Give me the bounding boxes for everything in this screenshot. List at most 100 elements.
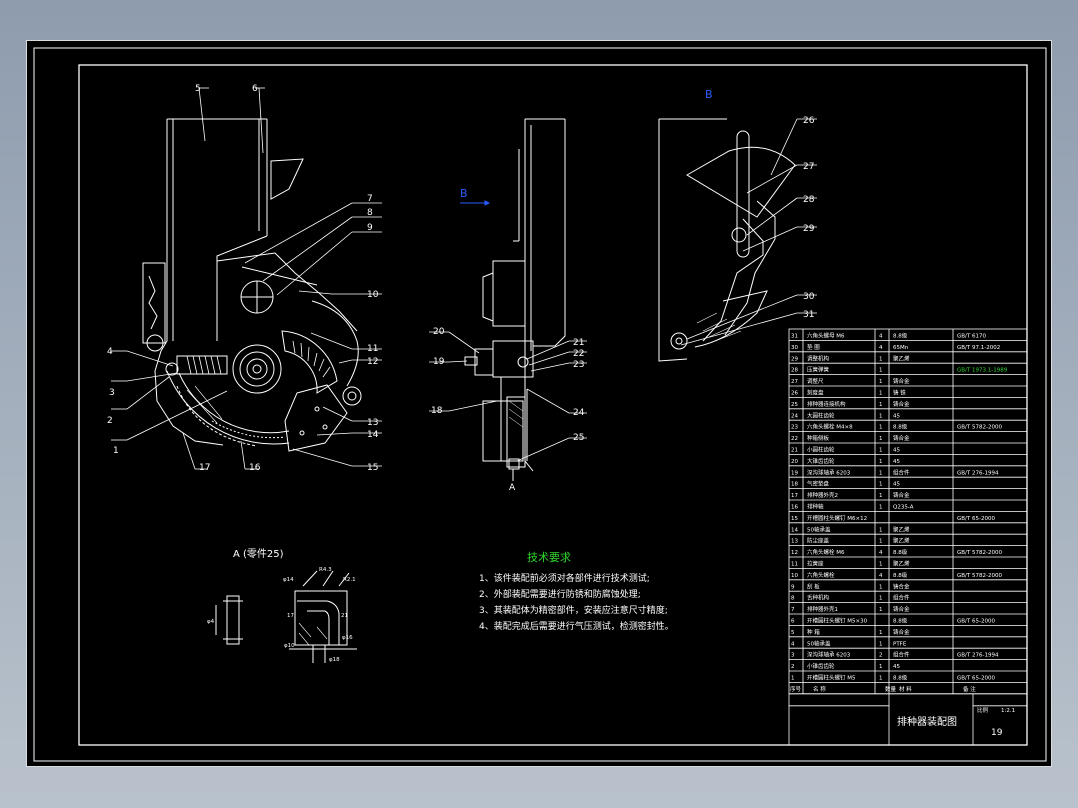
callout-12: 12 (367, 357, 378, 367)
bom-cell: 8 (791, 596, 795, 602)
dim-9: φ4 (207, 619, 215, 625)
drawing-title: 排种器装配图 (897, 715, 957, 728)
arrow-a-label: A (509, 483, 516, 493)
tech-title: 技术要求 (527, 551, 571, 564)
callout-4: 4 (107, 347, 113, 357)
bom-cell: 20 (791, 459, 798, 465)
technical-requirements: 技术要求 1、该件装配前必须对各部件进行技术测试; 2、外部装配需要进行防锈和防… (479, 551, 674, 632)
callout-2: 2 (107, 416, 113, 426)
bom-cell: 气密垫盘 (807, 480, 830, 488)
bom-table (788, 328, 1028, 746)
bom-header-cell: 备 注 (963, 685, 976, 693)
bom-cell: 小圆柱齿轮 (807, 446, 835, 454)
bom-cell: 4 (879, 550, 883, 556)
bom-cell: 1 (879, 664, 883, 670)
bom-cell: 12 (791, 550, 798, 556)
bom-cell: 小锥齿齿轮 (807, 662, 835, 670)
bom-cell: 8.8级 (893, 332, 908, 340)
bom-header-cell: 材 料 (899, 685, 912, 693)
bom-cell: 1 (879, 470, 883, 476)
bom-cell: 六角头螺栓 (807, 571, 835, 579)
bom-cell: 21 (791, 448, 798, 454)
bom-cell: 3 (791, 653, 795, 659)
callout-21: 21 (573, 338, 584, 348)
bom-cell: 1 (879, 482, 883, 488)
callout-23: 23 (573, 360, 584, 370)
outer-frame (33, 47, 1047, 762)
callout-16: 16 (249, 463, 261, 473)
bom-cell: 28 (791, 368, 798, 374)
bom-header-cell: 序号 (790, 685, 802, 693)
tech-line-4: 4、装配完成后需要进行气压测试，检测密封性。 (479, 620, 674, 632)
bom-cell: 1 (879, 596, 883, 602)
bom-cell: 铸合金 (893, 377, 910, 385)
bom-cell: 65Mn (893, 345, 909, 351)
bom-cell: 种箱侧板 (807, 434, 830, 442)
bom-cell: 1 (879, 425, 883, 431)
ratio-label: 比例 (977, 706, 989, 714)
bom-cell: 11 (791, 562, 798, 568)
bom-cell: 六角头螺栓 M4×8 (807, 423, 853, 431)
bom-cell: 16 (791, 505, 798, 511)
bom-cell: 排种器连接机构 (807, 400, 846, 408)
callout-19: 19 (433, 357, 445, 367)
bom-cell: 开槽圆柱头螺钉 M5×30 (807, 617, 868, 625)
bom-cell: 6 (791, 619, 795, 625)
bom-cell: 舌种机构 (807, 594, 830, 602)
bom-cell: 1 (879, 676, 883, 682)
sheet-number: 19 (991, 728, 1003, 738)
bom-cell: 45 (893, 664, 900, 670)
tech-line-1: 1、该件装配前必须对各部件进行技术测试; (479, 572, 650, 584)
bom-cell: 1 (879, 493, 883, 499)
bom-cell: 六角头螺母 M6 (807, 332, 845, 340)
callout-25: 25 (573, 433, 584, 443)
bom-cell: 1 (879, 562, 883, 568)
callout-29: 29 (803, 224, 815, 234)
bom-cell: 刮 板 (807, 582, 820, 590)
callout-13: 13 (367, 418, 378, 428)
dim-6: φ16 (342, 635, 353, 641)
title-block: 排种器装配图 19 比例 1:2.1 (897, 706, 1015, 738)
bom-cell: 25 (791, 402, 798, 408)
inner-border (78, 64, 1028, 746)
bom-cell: 1 (879, 641, 883, 647)
bom-cell: 铸合金 (893, 400, 910, 408)
bom-cell: 铸合金 (893, 605, 910, 613)
bom-cell: 4 (879, 573, 883, 579)
callout-20: 20 (433, 327, 445, 337)
callout-11: 11 (367, 344, 378, 354)
bom-cell: 组合件 (893, 468, 910, 476)
dim-5: 17 (287, 613, 294, 619)
bom-header-cell: 名 称 (813, 685, 826, 693)
bom-cell: 29 (791, 356, 798, 362)
arrow-b-label: B (460, 187, 468, 200)
bom-cell: 排种轴 (807, 503, 824, 511)
dim-8: 21 (341, 613, 348, 619)
bom-cell: 7 (791, 607, 795, 613)
bom-cell: 铸 铁 (893, 389, 906, 397)
view-b (658, 118, 796, 362)
bom-cell: 垫 圈 (807, 343, 820, 351)
callout-17: 17 (199, 463, 210, 473)
callout-7: 7 (367, 194, 373, 204)
callout-9: 9 (367, 223, 373, 233)
bom-cell: GB/T 65-2000 (957, 619, 995, 625)
bom-cell: 铸合金 (893, 434, 910, 442)
callout-30: 30 (803, 292, 815, 302)
bom-cell: 大锥齿齿轮 (807, 457, 835, 465)
bom-cell: 1 (879, 527, 883, 533)
bom-cell: 大圆柱齿轮 (807, 411, 835, 419)
bom-cell: 10 (791, 573, 798, 579)
bom-cell: 1 (879, 356, 883, 362)
callout-8: 8 (367, 208, 373, 218)
bom-cell: 4 (879, 334, 883, 340)
bom-cell: 组合件 (893, 651, 910, 659)
bom-cell: 50轴承盖 (807, 639, 831, 647)
bom-cell: 深沟球轴承 6203 (807, 651, 851, 659)
callout-24: 24 (573, 408, 585, 418)
bom-cell: GB/T 65-2000 (957, 516, 995, 522)
callout-26: 26 (803, 116, 815, 126)
dim-1: φ14 (283, 577, 294, 583)
